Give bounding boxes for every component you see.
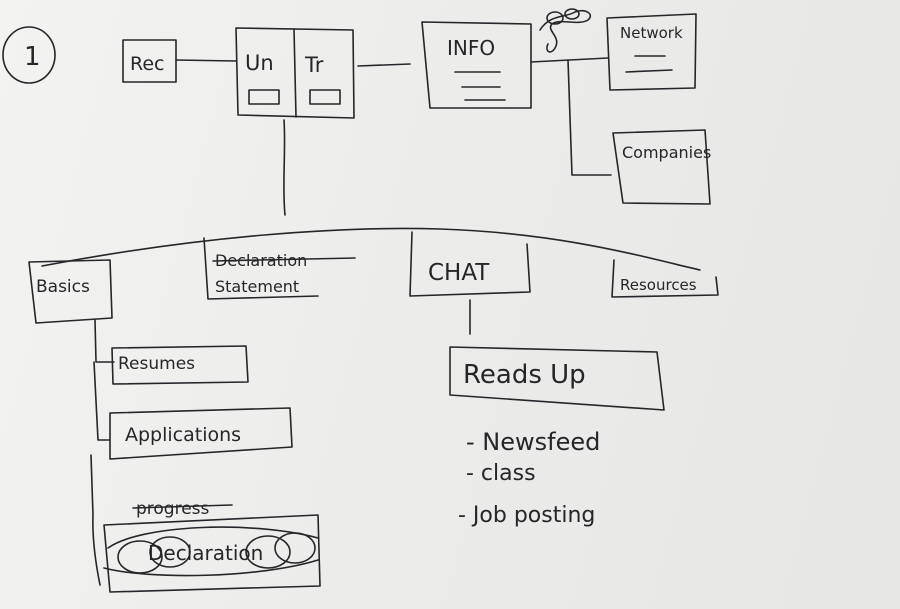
connector-basics-children	[93, 319, 115, 441]
chat-item-class: - class	[466, 461, 536, 486]
resumes-label: Resumes	[118, 354, 195, 374]
statement-label: Statement	[215, 277, 299, 296]
info-box: INFO	[421, 21, 532, 109]
circle-doodle	[274, 532, 316, 564]
chat-item-job-posting: - Job posting	[458, 503, 595, 528]
connector-info-network	[530, 57, 609, 63]
main-branch-arc	[41, 227, 701, 271]
connector-companies	[567, 59, 612, 176]
resources-label: Resources	[620, 276, 697, 294]
connector-trunk	[283, 119, 286, 216]
page-number-marker: 1	[2, 26, 56, 84]
un-tr-divider	[293, 28, 297, 118]
reads-up-label: Reads Up	[463, 360, 586, 390]
scribble-mark	[539, 8, 592, 53]
progress-label: progress	[136, 499, 210, 519]
declaration-bottom-label: Declaration	[148, 541, 263, 565]
rec-label: Rec	[130, 53, 164, 75]
circle-doodle	[245, 535, 291, 569]
connector-tr-info	[357, 63, 411, 67]
progress-declaration-group: progress Declaration	[103, 499, 321, 593]
chat-box: CHAT	[409, 231, 531, 297]
circle-doodle	[117, 540, 163, 574]
network-box: Network	[606, 13, 697, 91]
info-label: INFO	[447, 36, 495, 60]
resumes-box: Resumes	[111, 345, 249, 385]
network-text-lines	[625, 55, 673, 73]
un-tr-box: Un Tr	[235, 27, 355, 119]
circle-doodle	[149, 536, 191, 568]
progress-strike	[132, 504, 233, 509]
declaration-statement-box: Declaration Statement	[203, 237, 356, 300]
connector-rec-un	[175, 59, 237, 62]
un-placeholder-rect	[248, 89, 280, 105]
applications-label: Applications	[125, 424, 241, 446]
applications-box: Applications	[109, 407, 293, 460]
basics-box: Basics	[28, 259, 113, 324]
chat-label: CHAT	[428, 260, 490, 286]
un-label: Un	[245, 51, 274, 75]
rec-box: Rec	[122, 39, 177, 83]
resources-box: Resources	[611, 259, 719, 298]
chat-item-newsfeed: - Newsfeed	[466, 428, 600, 456]
tr-label: Tr	[304, 53, 324, 77]
network-label: Network	[620, 24, 683, 42]
companies-label: Companies	[622, 143, 711, 162]
declaration-strike	[212, 257, 356, 262]
tr-placeholder-rect	[309, 89, 341, 105]
connector-lower	[90, 454, 101, 586]
info-text-lines	[454, 71, 506, 101]
page-number: 1	[24, 42, 41, 72]
companies-box: Companies	[612, 129, 711, 205]
basics-label: Basics	[36, 277, 90, 297]
scribble-outline	[103, 526, 319, 577]
reads-up-box: Reads Up	[449, 346, 665, 411]
